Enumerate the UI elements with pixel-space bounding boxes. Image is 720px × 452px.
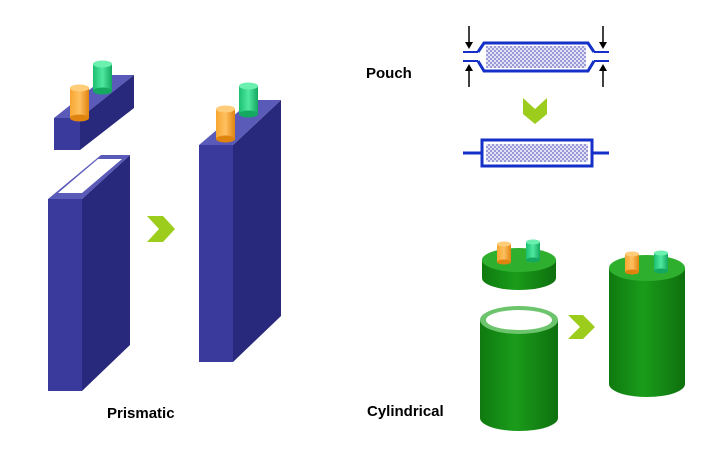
cylindrical-cell-assembled (609, 255, 685, 397)
cylindrical-cell-green-terminal (654, 250, 668, 274)
prismatic-green-terminal (93, 60, 112, 95)
compression-arrow (465, 26, 607, 87)
cylinder-can-open (480, 306, 558, 431)
prismatic-cell-green-terminal (239, 82, 258, 118)
chevron-down-arrow (523, 98, 547, 124)
prismatic-case-open (48, 155, 130, 391)
cylinder-cap (482, 248, 556, 290)
chevron-right-arrow (568, 315, 595, 339)
pouch-label: Pouch (366, 65, 412, 82)
cylinder-cap-green-terminal (526, 239, 540, 263)
prismatic-cell-orange-terminal (216, 105, 235, 143)
cylindrical-cell-orange-terminal (625, 251, 639, 275)
chevron-right-arrow (147, 216, 175, 242)
pouch-cell-pressed (463, 41, 609, 73)
prismatic-label: Prismatic (107, 405, 175, 422)
prismatic-orange-terminal (70, 84, 89, 122)
cylindrical-label: Cylindrical (367, 403, 444, 420)
pouch-cell-sealed (463, 138, 609, 168)
prismatic-cell-assembled (199, 100, 281, 362)
cylinder-cap-orange-terminal (497, 241, 511, 265)
